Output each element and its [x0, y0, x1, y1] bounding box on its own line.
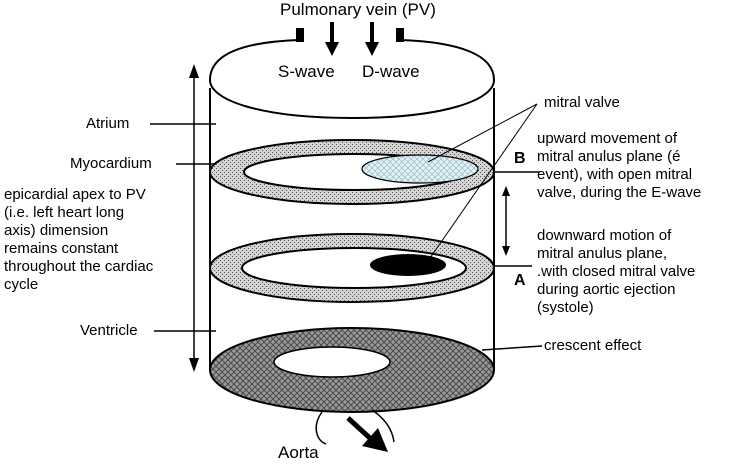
s-wave-arrow [325, 22, 339, 56]
mitral-valve-label: mitral valve [544, 94, 620, 111]
ventricle-label: Ventricle [80, 322, 138, 339]
long-axis-arrow [189, 64, 199, 372]
marker-b: B [514, 150, 526, 167]
atrium-dome [208, 30, 496, 120]
crescent-effect-label: crescent effect [544, 337, 642, 354]
pulmonary-vein-label: Pulmonary vein (PV) [280, 0, 436, 19]
atrium-label: Atrium [86, 115, 130, 132]
myocardium-label: Myocardium [70, 155, 152, 172]
s-wave-label: S-wave [278, 62, 335, 81]
aorta-wall-right [371, 409, 395, 443]
marker-a: A [514, 272, 526, 289]
pulmonary-vein-stub-left [296, 28, 304, 42]
crescent-leader [481, 345, 543, 351]
ventricle-inner [273, 346, 391, 378]
mitral-valve-leader-closed [429, 103, 538, 259]
open-mitral-valve [361, 154, 479, 184]
ventricle-base [209, 327, 495, 413]
aorta-label: Aorta [278, 443, 319, 462]
annulus-displacement-arrow [502, 186, 510, 256]
closed-mitral-valve [370, 254, 446, 276]
long-axis-note: epicardial apex to PV (i.e. left heart l… [4, 186, 154, 293]
aorta-arrow [346, 416, 388, 452]
pulmonary-vein-stub-right [396, 28, 404, 42]
d-wave-arrow [365, 22, 379, 56]
upward-movement-note: upward movement of mitral anulus plane (… [537, 130, 702, 201]
d-wave-label: D-wave [362, 62, 420, 81]
downward-motion-note: downward motion of mitral anulus plane, … [537, 227, 696, 316]
aorta-wall-left [315, 411, 327, 445]
mitral-valve-leader-open [427, 103, 538, 163]
